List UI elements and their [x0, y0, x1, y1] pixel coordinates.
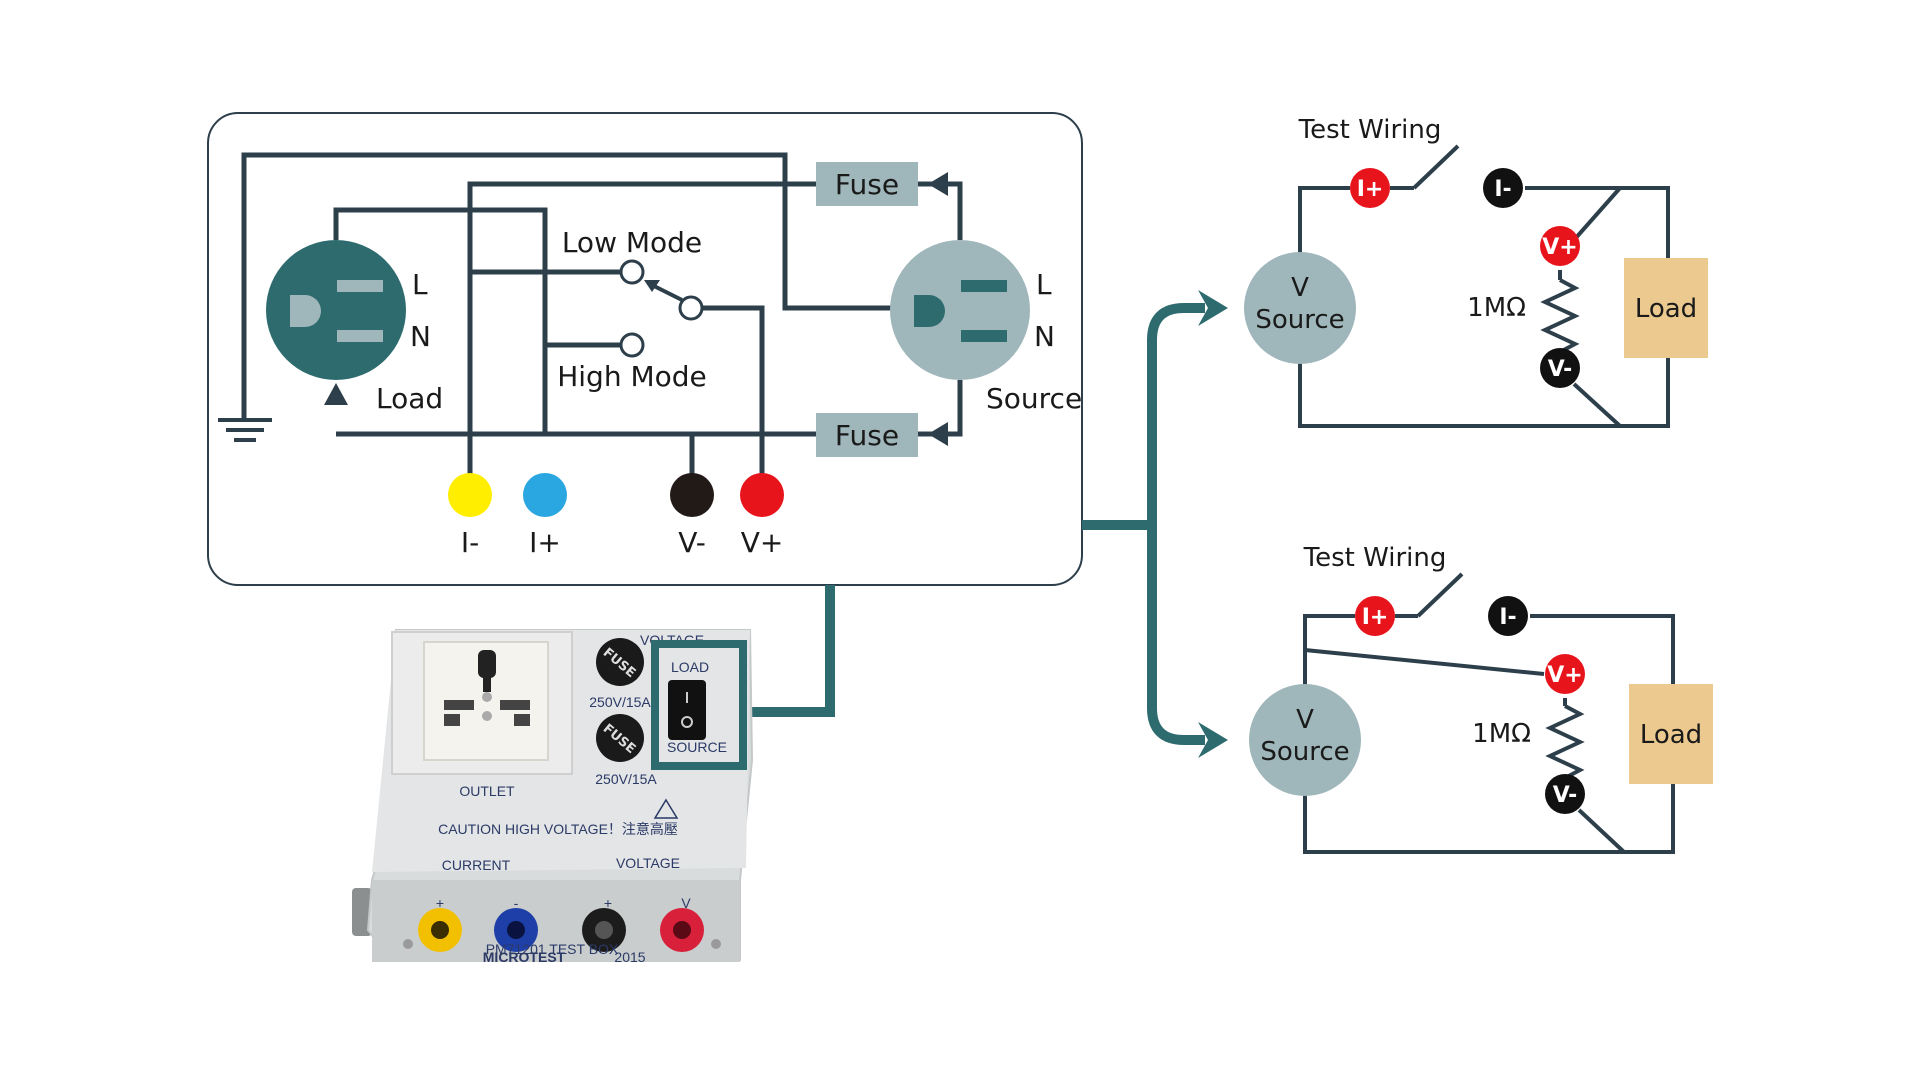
terminal-label: I+	[1357, 177, 1384, 202]
outlet-slot	[500, 700, 530, 710]
terminal-label: V+	[1542, 235, 1577, 260]
v-source-symbol: V	[1296, 705, 1314, 735]
arrow-to-top-fuse	[928, 172, 948, 196]
v-source	[1244, 252, 1356, 364]
resistor-label: 1MΩ	[1467, 293, 1526, 323]
fuse-holder-2	[596, 714, 644, 762]
switch-load-label: LOAD	[671, 659, 709, 675]
switch-callout	[651, 640, 747, 770]
terminal-v-plus	[1540, 226, 1580, 266]
fuse-bottom	[816, 413, 918, 457]
fuse-holder-1	[596, 638, 644, 686]
switch-source-label: SOURCE	[667, 739, 727, 755]
load-L-label: L	[412, 268, 428, 301]
terminal-v-plus	[1545, 654, 1585, 694]
ground-icon	[218, 418, 272, 442]
source-N-label: N	[1034, 320, 1055, 353]
load-box	[1629, 684, 1713, 784]
terminal-v-plus	[740, 473, 784, 517]
v-source-symbol: V	[1291, 273, 1309, 303]
terminal-i-minus	[448, 473, 492, 517]
resistor-label: 1MΩ	[1472, 719, 1531, 749]
schematic-arrows	[324, 172, 948, 446]
jack-sign: +	[604, 895, 612, 911]
teal-connectors	[740, 303, 1205, 745]
fuse-rating-2: 250V/15A	[595, 771, 657, 787]
fuse-top-label: Fuse	[835, 168, 899, 201]
terminal-label: I-	[1499, 605, 1516, 630]
jack-sign: +	[436, 895, 444, 911]
high-mode-label: High Mode	[557, 360, 707, 393]
outlet-slot	[478, 650, 496, 678]
model-label: PM71201 TEST BOX	[486, 941, 619, 957]
mode-switch	[619, 259, 704, 358]
test-box-device: OUTLET FUSE VOLTAGE 250V/15A FUSE 250V/1…	[352, 629, 754, 965]
voltage-label: VOLTAGE	[616, 855, 680, 871]
source-socket-icon	[890, 240, 1030, 380]
arrow-to-wiring-bottom	[1198, 722, 1228, 758]
terminal-label: I+	[1362, 605, 1389, 630]
outlet-slot	[444, 700, 474, 710]
source-label: Source	[986, 382, 1082, 415]
terminal-i-plus	[1350, 168, 1390, 208]
wiring-diagram-top: Test Wiring I+ I- V+ V- 1MΩ Load V Sourc…	[1244, 115, 1708, 428]
terminal-label: V-	[678, 526, 706, 559]
load-box	[1624, 258, 1708, 358]
schematic-wires	[241, 152, 963, 475]
arrow-to-bottom-fuse	[928, 422, 948, 446]
v-source	[1249, 684, 1361, 796]
side-knob	[352, 888, 372, 936]
low-mode-label: Low Mode	[562, 226, 702, 259]
schematic-panel: L N Load L N Source Fuse Fuse Low Mode H…	[207, 112, 1083, 586]
terminal-label: I-	[1494, 177, 1511, 202]
terminal-i-plus	[1355, 596, 1395, 636]
load-box-label: Load	[1640, 720, 1702, 750]
caution-label: CAUTION HIGH VOLTAGE！注意高壓	[438, 821, 678, 837]
terminal-label: V+	[1547, 663, 1582, 688]
terminal-v-minus	[1540, 348, 1580, 388]
arrow-to-wiring-top	[1198, 290, 1228, 326]
warning-icon	[653, 798, 679, 819]
terminal-i-minus	[1483, 168, 1523, 208]
terminal-label: V+	[741, 526, 784, 559]
load-socket-icon	[266, 240, 406, 380]
load-box-label: Load	[1635, 294, 1697, 324]
load-label: Load	[376, 382, 443, 415]
terminal-label: V-	[1548, 357, 1573, 382]
fuse-bottom-label: Fuse	[835, 419, 899, 452]
wiring-diagram-bottom: Test Wiring I+ I- V+ V- 1MΩ Load V Sourc…	[1249, 543, 1713, 854]
v-source-label: Source	[1255, 305, 1344, 335]
jack-sign: V	[681, 895, 691, 911]
terminal-v-minus	[670, 473, 714, 517]
terminal-v-minus	[1545, 774, 1585, 814]
fuse-rating-1: 250V/15A	[589, 694, 651, 710]
outlet-label: OUTLET	[459, 783, 515, 799]
year-label: 2015	[614, 949, 645, 965]
test-wiring-title: Test Wiring	[1303, 543, 1447, 573]
schematic-frame	[207, 112, 1083, 586]
brand-label: MICROTEST	[483, 949, 566, 965]
terminal-i-plus	[523, 473, 567, 517]
jack-sign: -	[514, 895, 519, 911]
terminal-label: V-	[1553, 783, 1578, 808]
current-label: CURRENT	[442, 857, 511, 873]
load-N-label: N	[410, 320, 431, 353]
terminal-i-minus	[1488, 596, 1528, 636]
terminal-label: I-	[461, 526, 479, 559]
rocker-switch[interactable]	[668, 680, 706, 740]
v-source-label: Source	[1260, 737, 1349, 767]
source-L-label: L	[1036, 268, 1052, 301]
arrow-to-load	[324, 383, 348, 405]
test-wiring-title: Test Wiring	[1298, 115, 1442, 145]
fuse-top	[816, 162, 918, 206]
terminal-label: I+	[529, 526, 561, 559]
